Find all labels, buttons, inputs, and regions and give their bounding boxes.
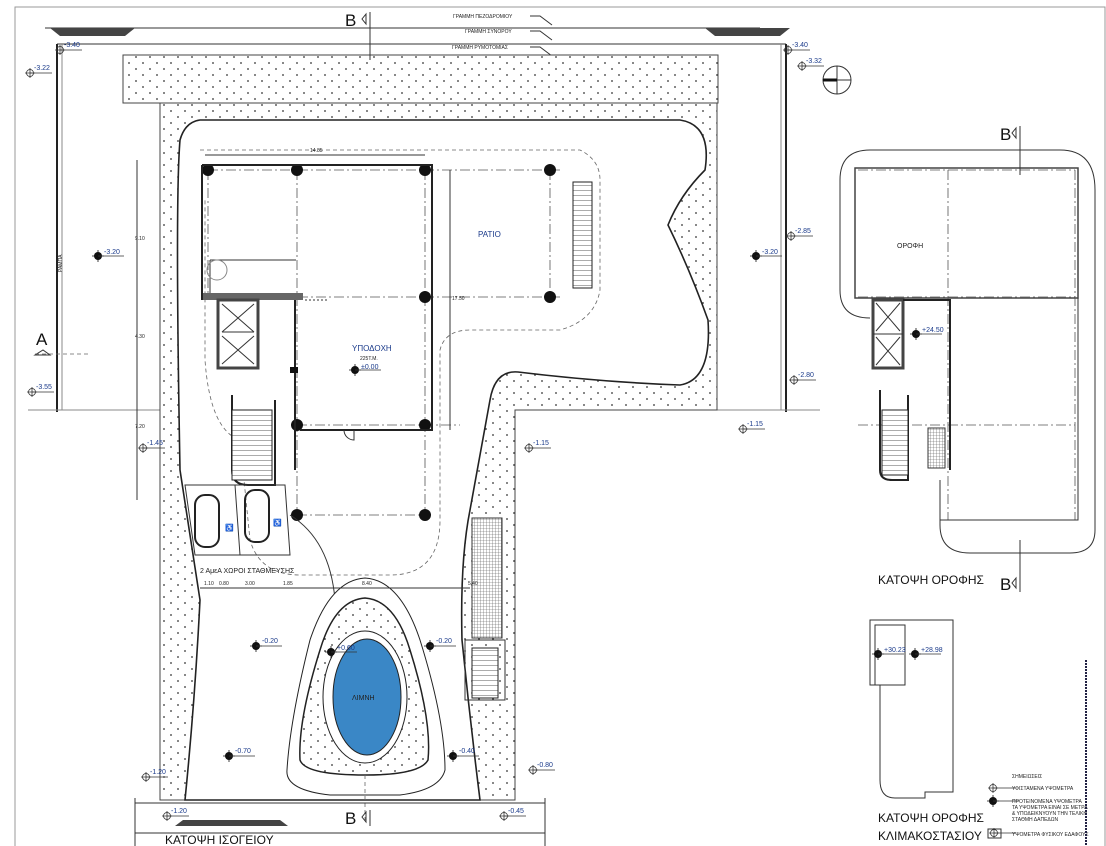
note-proposed: ΤΑ ΥΨΟΜΕΤΡΑ ΕΙΝΑΙ ΣΕ ΜΕΤΡΑ (1012, 805, 1088, 811)
title-stair-roof-plan: ΚΛΙΜΑΚΟΣΤΑΣΙΟΥ (878, 829, 982, 843)
dimension: 1.10 (204, 581, 214, 587)
dimension: 17.50 (452, 296, 465, 302)
dimension-lines (136, 154, 470, 589)
elevation: -3.40 (792, 42, 808, 49)
label-boundary-line: ΓΡΑΜΜΗ ΣΥΝΟΡΟΥ (465, 29, 512, 35)
parking-label: 2 ΑμεΑ ΧΩΡΟΙ ΣΤΑΘΜΕΥΣΗΣ (200, 568, 295, 575)
section-mark-b-bottom: B (345, 809, 371, 828)
note-proposed: ΠΡΟΤΕΙΝΟΜΕΝΑ ΥΨΟΜΕΤΡΑ (1012, 799, 1083, 805)
patio-stair (572, 181, 593, 289)
north-arrow-icon (822, 65, 852, 95)
elevation: -1.15 (747, 421, 763, 428)
elevation: -0.45 (508, 808, 524, 815)
dimension: 8.40 (362, 581, 372, 587)
room-label-pond: ΛΙΜΝΗ (352, 695, 375, 702)
elevation: -0.80 (537, 762, 553, 769)
pond-water (332, 638, 402, 756)
notes-heading: ΣΗΜΕΙΩΣΕΙΣ (1012, 774, 1042, 780)
roof-plan (839, 149, 1096, 554)
service-stair (464, 639, 506, 701)
note-natural: ΥΨΟΜΕΤΡΑ ΦΥΣΙΚΟΥ ΕΔΑΦΟΥΣ (1012, 832, 1089, 838)
section-letter: B (1000, 125, 1011, 144)
elevation: -3.22 (34, 65, 50, 72)
notes-legend: ΣΗΜΕΙΩΣΕΙΣ ΥΦΙΣΤΑΜΕΝΑ ΥΨΟΜΕΤΡΑ ΠΡΟΤΕΙΝΟΜ… (986, 774, 1089, 839)
elevation: -3.20 (762, 249, 778, 256)
dimension: 14.85 (310, 148, 323, 154)
section-letter: B (345, 809, 356, 828)
room-label-reception: ΥΠΟΔΟΧΗ (352, 344, 392, 353)
paved-courtyard (176, 119, 710, 801)
elevation: -3.32 (806, 58, 822, 65)
elevation: +0.60 (337, 645, 355, 652)
elevation: -0.20 (436, 638, 452, 645)
street-line-labels: ΓΡΑΜΜΗ ΠΕΖΟΔΡΟΜΙΟΥ ΓΡΑΜΜΗ ΣΥΝΟΡΟΥ ΓΡΑΜΜΗ… (452, 14, 553, 57)
top-street (28, 27, 820, 412)
elevation: -1.20 (171, 808, 187, 815)
elevation-markers: -3.40 -3.22 -3.40 -3.32 -3.20 -3.55 -1.4… (24, 42, 825, 822)
elevation: +24.50 (922, 327, 944, 334)
room-label-patio: PATIO (478, 230, 501, 239)
dimension: 9.10 (135, 236, 145, 242)
dimension: 1.85 (283, 581, 293, 587)
elevation: +30.23 (884, 647, 906, 654)
elevation: -3.20 (104, 249, 120, 256)
sheet-border (14, 6, 1106, 846)
elevation: -2.80 (798, 372, 814, 379)
section-mark-a: A (33, 330, 88, 356)
dimension: 7.20 (135, 424, 145, 430)
elevation: ±0.00 (361, 364, 379, 371)
section-mark-b-top: B (345, 11, 371, 60)
canopy-outline (200, 149, 601, 576)
dimension: 5.40 (468, 581, 478, 587)
dimension: 4.30 (135, 334, 145, 340)
section-letter: A (36, 330, 48, 349)
section-letter: B (1000, 575, 1011, 594)
ground-floor-building (201, 164, 433, 486)
ramp-label: ΡΑΜΠΑ (58, 254, 64, 272)
top-planting-strip (122, 54, 719, 104)
elevation: -3.40 (64, 42, 80, 49)
elevation: -1.20 (150, 769, 166, 776)
note-proposed: ΣΤΑΘΜΗ ΔΑΠΕΔΩΝ (1012, 817, 1058, 823)
dimension: 0.80 (219, 581, 229, 587)
label-sidewalk-line: ΓΡΑΜΜΗ ΠΕΖΟΔΡΟΜΙΟΥ (453, 14, 513, 20)
elevation: -0.70 (235, 748, 251, 755)
room-label-roof: ΟΡΟΦΗ (897, 243, 923, 250)
section-mark-b-roof-top: B (1000, 125, 1021, 175)
wheelchair-icon: ♿ (273, 518, 282, 527)
section-letter: B (345, 11, 356, 30)
title-ground-floor-plan: ΚΑΤΟΨΗ ΙΣΟΓΕΙΟΥ (165, 833, 274, 846)
dimension: 3.00 (245, 581, 255, 587)
label-alignment-line: ΓΡΑΜΜΗ ΡΥΜΟΤΟΜΙΑΣ (452, 45, 508, 51)
section-mark-b-roof-bottom: B (1000, 540, 1021, 594)
structural-grid (207, 169, 560, 520)
elevation: -1.15 (533, 440, 549, 447)
note-existing: ΥΦΙΣΤΑΜΕΝΑ ΥΨΟΜΕΤΡΑ (1012, 786, 1074, 792)
wheelchair-icon: ♿ (225, 523, 234, 532)
title-stair-roof-plan: ΚΑΤΟΨΗ ΟΡΟΦΗΣ (878, 811, 984, 825)
elevation: -3.55 (36, 384, 52, 391)
elevation: -1.45 (147, 440, 163, 447)
ramp-grating (471, 517, 503, 639)
elevation: -2.85 (795, 228, 811, 235)
elevation: -0.40 (459, 748, 475, 755)
elevation: +28.98 (921, 647, 943, 654)
title-roof-plan: ΚΑΤΟΨΗ ΟΡΟΦΗΣ (878, 573, 984, 587)
bottom-street (134, 798, 546, 846)
elevation: -0.20 (262, 638, 278, 645)
note-proposed: & ΥΠΟΔΕΙΚΝΥΟΥΝ ΤΗΝ ΤΕΛΙΚΗ (1012, 811, 1087, 817)
room-area: 225Τ.Μ. (360, 356, 378, 362)
